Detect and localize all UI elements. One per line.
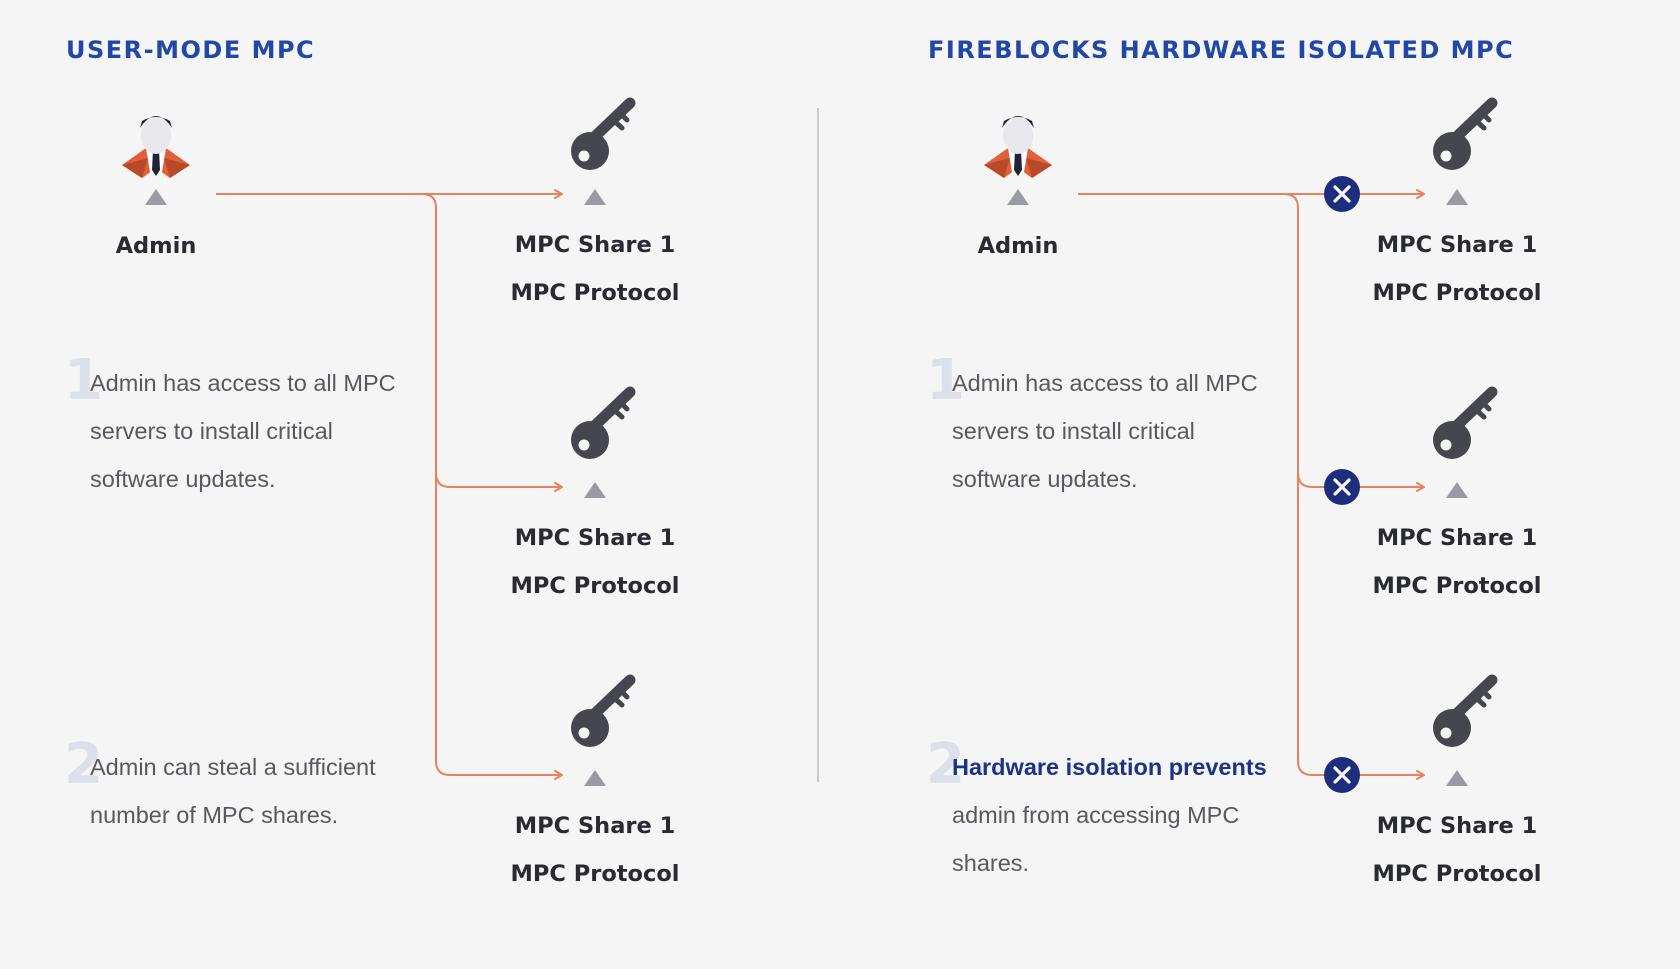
protocol-label: MPC Protocol bbox=[1372, 573, 1542, 599]
step-number: 2 bbox=[64, 732, 103, 797]
admin-person-icon bbox=[984, 116, 1052, 178]
protocol-label: MPC Protocol bbox=[510, 861, 680, 887]
blocked-x-icon bbox=[1324, 176, 1360, 212]
triangle-server-icon bbox=[1446, 482, 1468, 498]
note-text: Admin has access to all MPC servers to i… bbox=[952, 359, 1282, 503]
step-number: 1 bbox=[926, 348, 965, 413]
triangle-server-icon bbox=[145, 189, 167, 205]
share-label: MPC Share 1 bbox=[514, 813, 676, 839]
key-icon bbox=[571, 97, 636, 170]
triangle-server-icon bbox=[1446, 770, 1468, 786]
key-icon bbox=[571, 386, 636, 459]
share-label: MPC Share 1 bbox=[1376, 525, 1538, 551]
connector-lines bbox=[216, 189, 563, 780]
triangle-server-icon bbox=[584, 482, 606, 498]
protocol-label: MPC Protocol bbox=[510, 280, 680, 306]
note-highlight: Hardware isolation prevents bbox=[952, 754, 1267, 780]
admin-label: Admin bbox=[115, 233, 197, 259]
note-text: Admin has access to all MPC servers to i… bbox=[90, 359, 420, 503]
step-number: 2 bbox=[926, 732, 965, 797]
note-body: Admin can steal a sufficient number of M… bbox=[90, 754, 376, 828]
share-label: MPC Share 1 bbox=[1376, 813, 1538, 839]
blocked-x-icon bbox=[1324, 757, 1360, 793]
panel-title: FIREBLOCKS HARDWARE ISOLATED MPC bbox=[928, 36, 1515, 64]
protocol-label: MPC Protocol bbox=[1372, 280, 1542, 306]
admin-person-icon bbox=[122, 116, 190, 178]
note-text: Hardware isolation prevents admin from a… bbox=[952, 743, 1282, 887]
note-body: Admin has access to all MPC servers to i… bbox=[90, 370, 396, 492]
key-icon bbox=[1433, 97, 1498, 170]
triangle-server-icon bbox=[1007, 189, 1029, 205]
note-body: admin from accessing MPC shares. bbox=[952, 802, 1240, 876]
triangle-server-icon bbox=[1446, 189, 1468, 205]
key-icon bbox=[1433, 386, 1498, 459]
key-icon bbox=[571, 674, 636, 747]
step-number: 1 bbox=[64, 348, 103, 413]
blocked-x-icon bbox=[1324, 469, 1360, 505]
panel-title: USER-MODE MPC bbox=[66, 36, 316, 64]
admin-label: Admin bbox=[977, 233, 1059, 259]
triangle-server-icon bbox=[584, 189, 606, 205]
protocol-label: MPC Protocol bbox=[1372, 861, 1542, 887]
connector-lines bbox=[1078, 189, 1425, 780]
share-label: MPC Share 1 bbox=[514, 232, 676, 258]
note-body: Admin has access to all MPC servers to i… bbox=[952, 370, 1258, 492]
share-label: MPC Share 1 bbox=[514, 525, 676, 551]
note-text: Admin can steal a sufficient number of M… bbox=[90, 743, 420, 839]
share-label: MPC Share 1 bbox=[1376, 232, 1538, 258]
key-icon bbox=[1433, 674, 1498, 747]
triangle-server-icon bbox=[584, 770, 606, 786]
protocol-label: MPC Protocol bbox=[510, 573, 680, 599]
